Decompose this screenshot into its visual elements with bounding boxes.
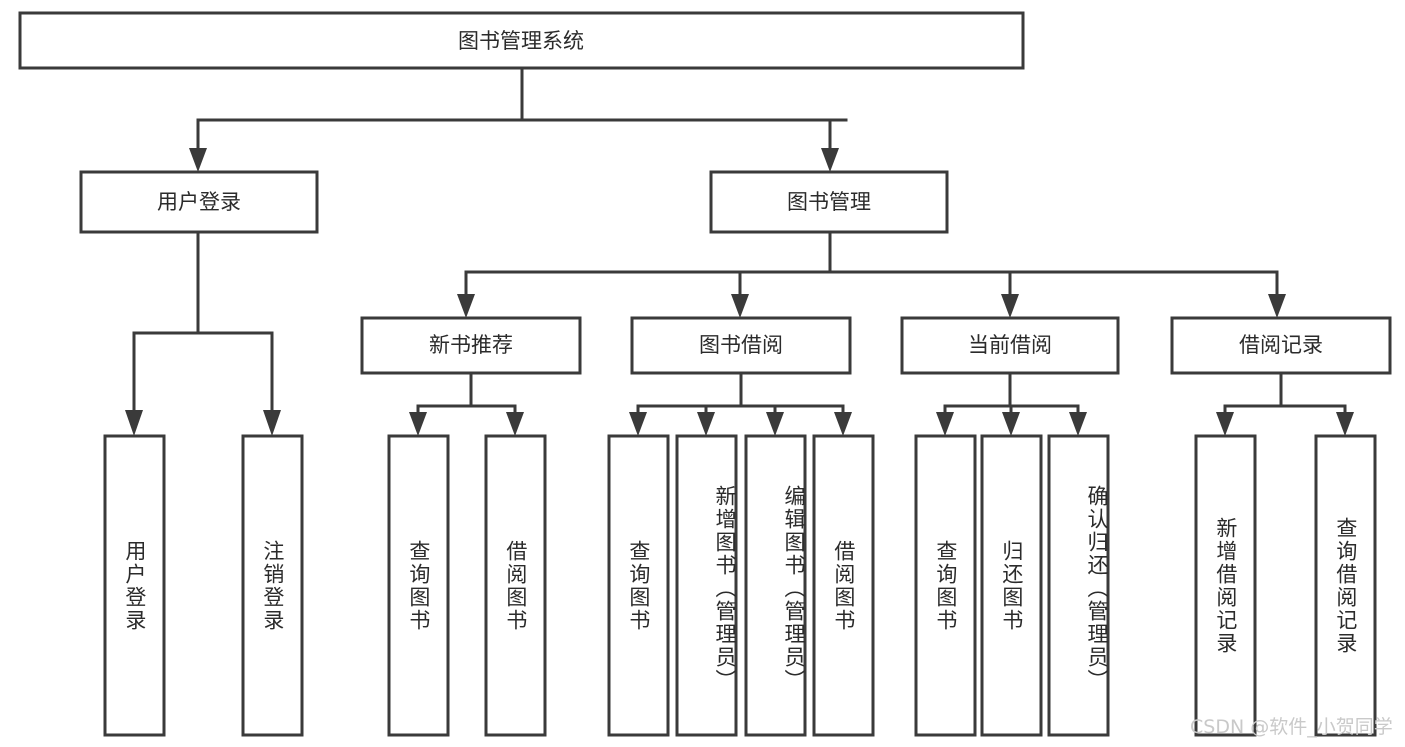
leaf-node-add-book-admin[interactable] — [675, 434, 738, 737]
arrow-head-icon — [1336, 412, 1354, 436]
arrow-head-icon — [506, 412, 524, 436]
node-root-book-management-system[interactable]: 图书管理系统 — [18, 11, 1025, 70]
leaf-node-borrow-book-newbook[interactable] — [484, 434, 547, 737]
node-current-borrow-label: 当前借阅 — [968, 333, 1052, 357]
arrow-head-icon — [409, 412, 427, 436]
leaf-node-edit-book-admin[interactable] — [744, 434, 807, 737]
node-new-book-recommend[interactable]: 新书推荐 — [360, 316, 582, 375]
connector-root-to-level1 — [189, 66, 848, 172]
leaf-node-logout[interactable] — [241, 434, 304, 737]
connector-borrowrecord-to-leaves — [1216, 371, 1354, 436]
arrow-head-icon — [1069, 412, 1087, 436]
connector-bookmgmt-to-level2 — [457, 230, 1286, 318]
node-book-management-label: 图书管理 — [787, 190, 871, 214]
arrow-head-icon — [1001, 294, 1019, 318]
arrow-head-icon — [731, 294, 749, 318]
leaf-node-query-book-newbook[interactable] — [387, 434, 450, 737]
connector-userlogin-to-leaves — [125, 230, 281, 436]
leaf-node-query-book-current[interactable] — [914, 434, 977, 737]
node-book-borrow[interactable]: 图书借阅 — [630, 316, 852, 375]
leaf-node-user-login-action[interactable] — [103, 434, 166, 737]
node-borrow-record-label: 借阅记录 — [1239, 333, 1323, 357]
connector-currentborrow-to-leaves — [936, 371, 1087, 436]
node-current-borrow[interactable]: 当前借阅 — [900, 316, 1120, 375]
arrow-head-icon — [189, 148, 207, 172]
arrow-head-icon — [457, 294, 475, 318]
leaf-node-query-book-borrow[interactable] — [607, 434, 670, 737]
arrow-head-icon — [125, 410, 143, 436]
node-book-management[interactable]: 图书管理 — [709, 170, 949, 234]
leaf-node-query-borrow-record[interactable] — [1314, 434, 1377, 737]
arrow-head-icon — [1216, 412, 1234, 436]
csdn-watermark: CSDN @软件_小贺同学 — [1190, 716, 1393, 738]
node-book-borrow-label: 图书借阅 — [699, 333, 783, 357]
arrow-head-icon — [629, 412, 647, 436]
arrow-head-icon — [766, 412, 784, 436]
node-user-login[interactable]: 用户登录 — [79, 170, 319, 234]
node-root-label: 图书管理系统 — [458, 29, 584, 53]
arrow-head-icon — [697, 412, 715, 436]
leaf-node-return-book[interactable] — [980, 434, 1043, 737]
leaf-node-borrow-book-borrow[interactable] — [812, 434, 875, 737]
arrow-head-icon — [821, 148, 839, 172]
arrow-head-icon — [1002, 412, 1020, 436]
leaf-node-confirm-return-admin[interactable] — [1047, 434, 1110, 737]
node-user-login-label: 用户登录 — [157, 190, 241, 214]
node-new-book-recommend-label: 新书推荐 — [429, 333, 513, 357]
arrow-head-icon — [1268, 294, 1286, 318]
arrow-head-icon — [834, 412, 852, 436]
node-borrow-record[interactable]: 借阅记录 — [1170, 316, 1392, 375]
leaf-node-add-borrow-record[interactable] — [1194, 434, 1257, 737]
arrow-head-icon — [936, 412, 954, 436]
arrow-head-icon — [263, 410, 281, 436]
connector-bookborrow-to-leaves — [629, 371, 852, 436]
connector-newbook-to-leaves — [409, 371, 524, 436]
